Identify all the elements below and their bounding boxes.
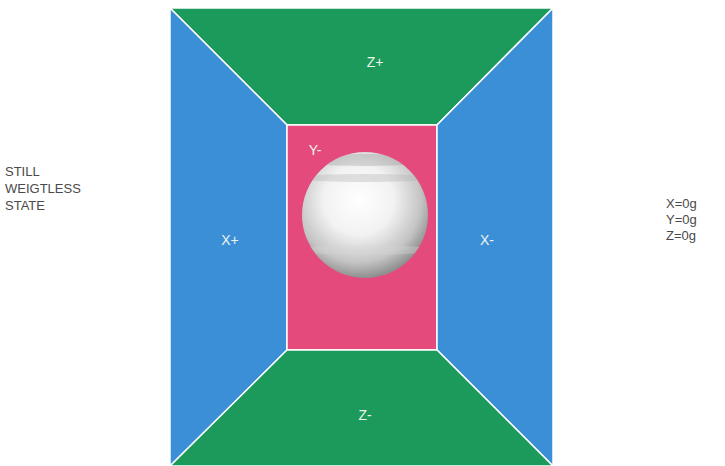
face-outline [170,350,553,466]
axis-value: X=0g [666,195,722,212]
face-outline [287,125,437,350]
face-shape [287,125,437,350]
axis-label: X- [480,232,494,248]
axis-label: X+ [221,232,239,248]
state-caption: STILL WEIGTLESS STATE [5,163,85,214]
axis-label: Z+ [367,54,384,70]
axis-label: Z- [358,407,371,423]
bottom-face: Z- [170,350,553,466]
axis-value: Z=0g [666,227,722,244]
axis-label: Y- [309,142,322,158]
axis-value: Y=0g [666,211,722,228]
back-face: Y- [287,125,437,350]
